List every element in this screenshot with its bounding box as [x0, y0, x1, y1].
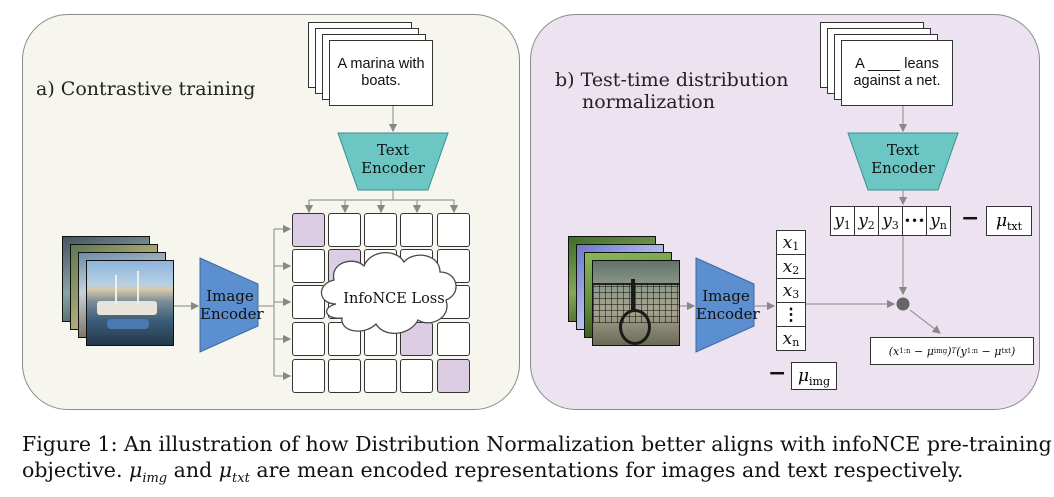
matrix-cell: [364, 213, 397, 247]
matrix-cell: [328, 249, 361, 283]
matrix-cell: [364, 322, 397, 356]
matrix-cell: [292, 322, 325, 356]
caption-mu-txt: μtxt: [218, 457, 250, 486]
panel-b-label-line1: b) Test-time distribution: [555, 69, 789, 91]
tennis-photo: [592, 260, 680, 346]
matrix-cell: [292, 285, 325, 319]
matrix-cell: [292, 213, 325, 247]
matrix-cell: [292, 359, 325, 393]
y-vector-ellipsis: •••: [902, 206, 927, 236]
x-vector-ellipsis: ⋮: [776, 302, 806, 327]
infonce-loss-label: InfoNCE Loss: [343, 291, 445, 307]
text-encoder-shape-b: [847, 132, 959, 191]
image-encoder-shape-a: [199, 257, 259, 353]
matrix-cell: [437, 213, 470, 247]
matrix-cell: [437, 249, 470, 283]
figure-caption: Figure 1: An illustration of how Distrib…: [22, 432, 1052, 487]
matrix-cell: [328, 213, 361, 247]
image-encoder-label-b: Image Encoder: [696, 287, 760, 324]
matrix-cell: [437, 359, 470, 393]
dot-product-node: [896, 297, 910, 311]
matrix-cell: [364, 249, 397, 283]
matrix-cell: [437, 322, 470, 356]
matrix-cell: [400, 322, 433, 356]
minus-sign: −: [768, 360, 787, 386]
text-encoder-shape-a: [337, 132, 449, 191]
image-encoder-shape-b: [695, 257, 755, 353]
matrix-cell: [400, 359, 433, 393]
text-encoder-label-b: Text Encoder: [871, 141, 935, 178]
matrix-cell: [364, 359, 397, 393]
masked-caption-card: A ____ leans against a net.: [841, 40, 953, 106]
caption-part1: Figure 1: An illustration of how Distrib…: [22, 432, 1052, 482]
caption-card-front: A marina with boats.: [329, 40, 433, 106]
caption-mu-img: μimg: [128, 457, 168, 486]
matrix-cell: [328, 359, 361, 393]
matrix-cell: [400, 213, 433, 247]
caption-part3: are mean encoded representations for ima…: [249, 457, 964, 482]
panel-b-label-line2: normalization: [582, 91, 715, 113]
caption-part2: and: [167, 457, 219, 482]
text-encoder-label-a: Text Encoder: [361, 141, 425, 178]
minus-sign: −: [961, 205, 980, 231]
matrix-cell: [400, 249, 433, 283]
matrix-cell: [292, 249, 325, 283]
marina-photo: [86, 260, 174, 346]
matrix-cell: [328, 322, 361, 356]
panel-a-label: a) Contrastive training: [36, 78, 256, 100]
image-encoder-label-a: Image Encoder: [200, 287, 264, 324]
